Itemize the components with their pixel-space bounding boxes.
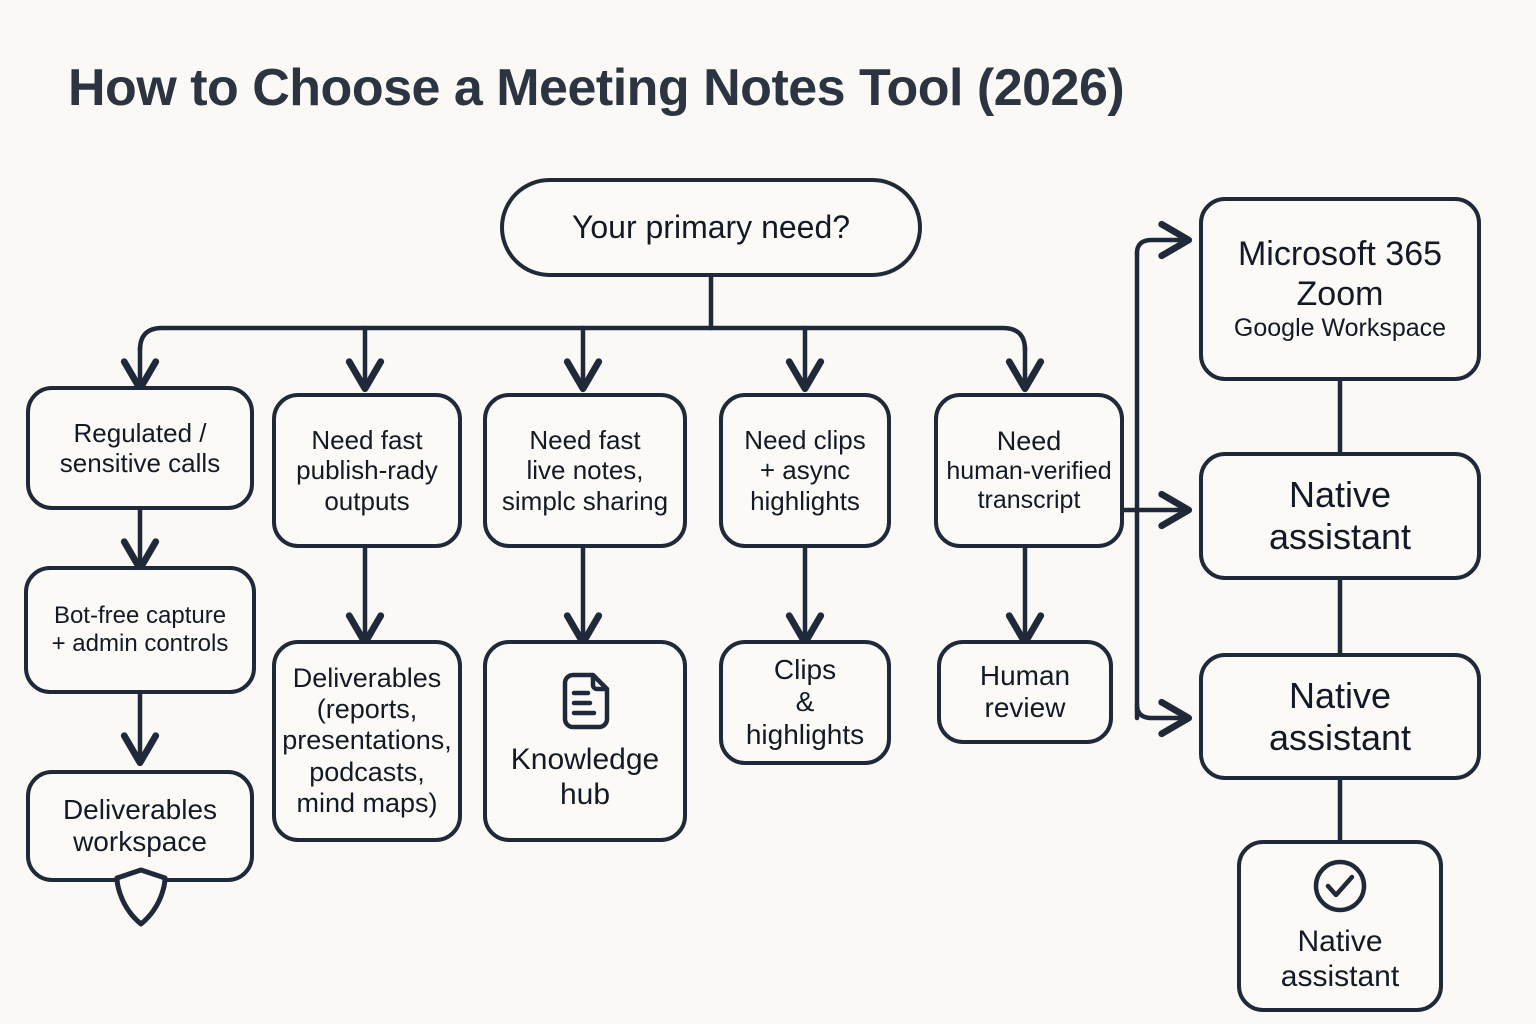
node-line: transcript [977, 486, 1081, 515]
node-line: presentations, [282, 725, 452, 756]
node-line: Need [996, 425, 1062, 456]
node-bot-free-capture[interactable]: Bot-free capture + admin controls [24, 566, 256, 694]
node-line: highlights [750, 485, 860, 516]
node-line: Human [979, 659, 1071, 691]
node-line: Google Workspace [1233, 313, 1447, 342]
node-human-review[interactable]: Human review [937, 640, 1113, 744]
node-line: Bot-free capture [53, 602, 227, 630]
page-title: How to Choose a Meeting Notes Tool (2026… [68, 59, 1125, 117]
node-line: mind maps) [296, 787, 438, 818]
node-line: publish-rady [296, 455, 438, 486]
node-line: Need clips [744, 425, 866, 456]
node-line: Native [1288, 474, 1392, 516]
node-line: Deliverables [62, 793, 218, 825]
branch-node-transcript[interactable]: Need human-verified transcript [934, 393, 1124, 548]
node-line: highlights [745, 718, 865, 750]
branch-node-live-notes[interactable]: Need fast live notes, simplc sharing [483, 393, 687, 548]
root-node-primary-need[interactable]: Your primary need? [500, 178, 922, 277]
node-line: Need fast [311, 425, 423, 456]
node-knowledge-hub[interactable]: Knowledge hub [483, 640, 687, 842]
node-line: outputs [324, 485, 410, 516]
node-line: assistant [1280, 960, 1400, 993]
node-line: review [984, 692, 1066, 723]
node-line: + async [759, 455, 851, 486]
node-line: Regulated / [73, 417, 207, 448]
node-line: Clips [773, 653, 837, 685]
node-line: Native [1297, 925, 1383, 959]
node-line: Microsoft 365 [1237, 235, 1443, 274]
node-native-assistant-2[interactable]: Native assistant [1199, 653, 1481, 780]
document-icon [562, 672, 610, 730]
node-line: podcasts, [309, 756, 425, 787]
node-platform-suites[interactable]: Microsoft 365 Zoom Google Workspace [1199, 197, 1481, 381]
node-line: workspace [73, 826, 207, 857]
branch-node-clips[interactable]: Need clips + async highlights [719, 393, 891, 548]
branch-node-regulated[interactable]: Regulated / sensitive calls [26, 386, 254, 510]
node-line: Deliverables [292, 662, 442, 693]
node-deliverables-workspace[interactable]: Deliverables workspace [26, 770, 254, 882]
node-line: simplc sharing [501, 485, 669, 516]
node-line: Native [1288, 674, 1392, 716]
check-circle-icon [1313, 859, 1367, 913]
node-line: Knowledge [510, 743, 660, 777]
node-deliverables-outputs[interactable]: Deliverables (reports, presentations, po… [272, 640, 462, 842]
node-native-assistant-1[interactable]: Native assistant [1199, 452, 1481, 580]
root-label: Your primary need? [571, 208, 851, 245]
branch-node-publish-ready[interactable]: Need fast publish-rady outputs [272, 393, 462, 548]
node-native-assistant-3[interactable]: Native assistant [1237, 840, 1443, 1012]
node-line: human-verified [946, 457, 1112, 486]
node-line: live notes, [526, 455, 644, 486]
node-line: Zoom [1296, 274, 1384, 313]
node-line: & [795, 686, 815, 718]
node-line: sensitive calls [59, 448, 221, 478]
node-line: assistant [1268, 716, 1412, 758]
node-line: + admin controls [51, 630, 229, 657]
node-line: hub [559, 778, 611, 811]
node-line: Need fast [529, 425, 641, 456]
node-clips-highlights[interactable]: Clips & highlights [719, 640, 891, 765]
node-line: assistant [1268, 516, 1412, 557]
node-line: (reports, [316, 694, 418, 725]
